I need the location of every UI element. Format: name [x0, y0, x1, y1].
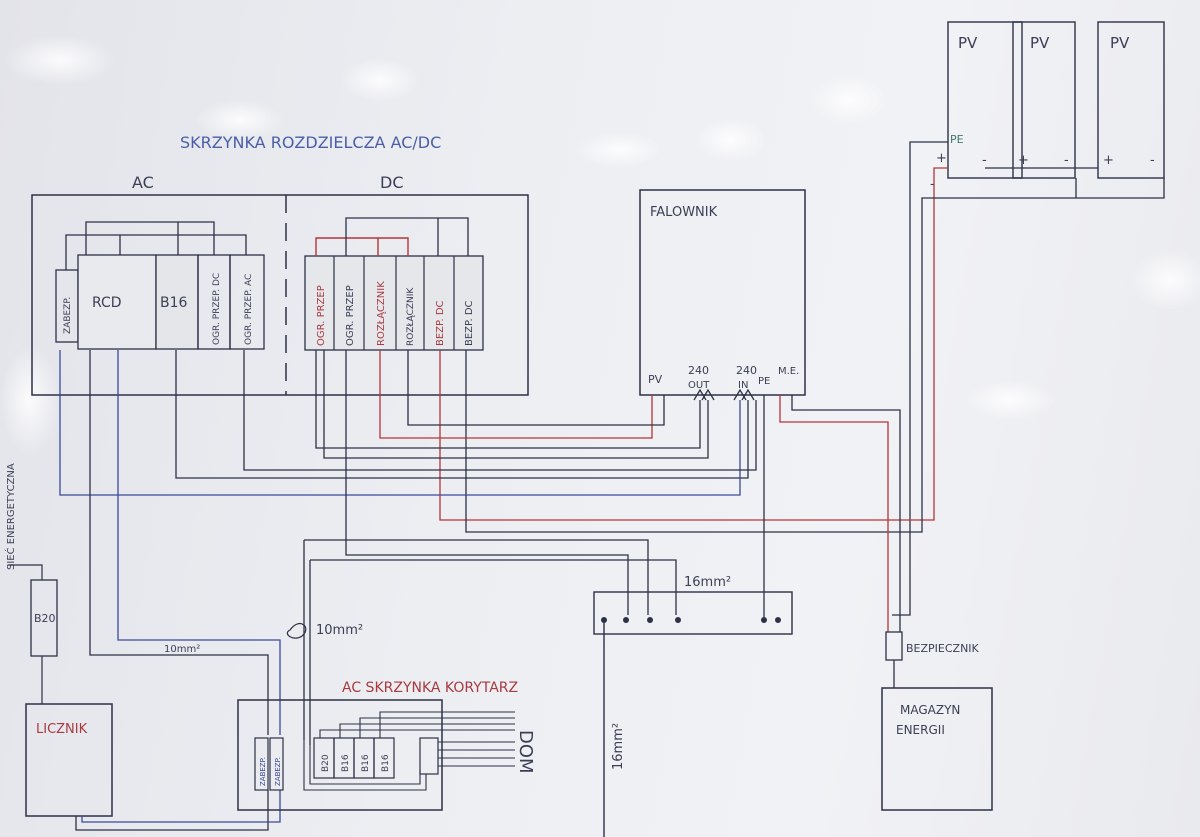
- inverter-port-me: M.E.: [778, 366, 799, 377]
- fuse: [885, 631, 903, 661]
- cable-loop: [286, 623, 307, 639]
- inverter-port-in-num: 240: [736, 364, 757, 377]
- corridor-terminal-block: [419, 737, 439, 775]
- dc-module-bezp-dc-2: BEZP. DC: [464, 300, 475, 346]
- b20-main-breaker: [30, 579, 58, 657]
- pv-minus-2: -: [1064, 153, 1069, 168]
- b20-main-label: B20: [34, 612, 56, 625]
- pv-panel-2-label: PV: [1030, 34, 1050, 52]
- sunlight-spots: [0, 35, 1200, 455]
- corridor-breakers: [313, 737, 395, 779]
- busbar-terminals: [601, 617, 781, 623]
- corridor-breaker-1: B20: [321, 754, 331, 772]
- pv-minus-1: -: [982, 153, 987, 168]
- house-label: DOM: [515, 730, 536, 774]
- inverter-port-out: OUT: [688, 380, 710, 391]
- ac-cable-label-2: 10mm²: [164, 644, 200, 655]
- corridor-zabezp-2-label: ZABEZP.: [274, 757, 282, 786]
- pv-array: [947, 21, 1165, 179]
- dc-module-rozlacznik-2: ROZŁĄCZNIK: [406, 287, 416, 346]
- ac-module-b16: B16: [160, 295, 188, 311]
- pv-minus-main: -: [930, 177, 935, 192]
- corridor-zabezp-1-label: ZABEZP.: [259, 757, 267, 786]
- corridor-breaker-3: B16: [361, 754, 371, 772]
- fuse-label: BEZPIECZNIK: [906, 642, 980, 655]
- dc-module-bezp-dc-1: BEZP. DC: [435, 300, 446, 346]
- pv-pe-label: PE: [950, 133, 964, 146]
- inverter-port-pv: PV: [648, 373, 663, 386]
- ground-cable-label: 16mm²: [611, 723, 626, 770]
- ac-modules: [55, 221, 265, 350]
- busbar-cross-section: 16mm²: [684, 575, 731, 590]
- pv-minus-3: -: [1150, 153, 1155, 168]
- corridor-box: [237, 699, 443, 811]
- inverter-label: FALOWNIK: [650, 205, 718, 220]
- dc-section-label: DC: [380, 173, 404, 192]
- dc-module-rozlacznik-1: ROZŁĄCZNIK: [376, 281, 387, 346]
- box-inverter-wiring: [59, 350, 901, 632]
- earth-busbar: [593, 591, 793, 635]
- ac-cable-label-1: 10mm²: [316, 623, 363, 638]
- ac-drop-wiring: [89, 350, 677, 745]
- ac-module-rcd: RCD: [92, 295, 122, 311]
- corridor-zabezp-1: [254, 737, 269, 791]
- energy-storage-box: [881, 687, 993, 811]
- pv-plus-1: +: [936, 151, 947, 166]
- ac-module-zabezp: ZABEZP.: [63, 297, 73, 334]
- corridor-zabezp-2: [269, 737, 284, 791]
- pv-panel-3-label: PV: [1110, 34, 1130, 52]
- distribution-box: [31, 194, 529, 396]
- storage-label-line2: ENERGII: [896, 723, 945, 737]
- pv-panel-1-label: PV: [958, 34, 978, 52]
- meter-label: LICZNIK: [36, 722, 88, 737]
- ac-module-ogr-przep-ac: OGR. PRZEP. AC: [244, 274, 254, 345]
- pv-plus-2: +: [1018, 153, 1029, 168]
- corridor-breaker-2: B16: [341, 754, 351, 772]
- corridor-wiring: [303, 711, 515, 791]
- corridor-box-title: AC SKRZYNKA KORYTARZ: [342, 680, 518, 696]
- inverter-port-in: IN: [738, 380, 748, 391]
- meter-box: [25, 703, 113, 817]
- inverter-port-pe: PE: [758, 376, 770, 387]
- grid-label: SIEĆ ENERGETYCZNA: [4, 463, 17, 570]
- inverter-box: [639, 189, 806, 396]
- corridor-breaker-4: B16: [381, 754, 391, 772]
- pv-wiring: [439, 141, 1165, 616]
- storage-label-line1: MAGAZYN: [900, 703, 960, 717]
- dc-module-ogr-przep-1: OGR. PRZEP: [316, 285, 327, 346]
- inverter-port-out-num: 240: [688, 364, 709, 377]
- dc-module-ogr-przep-2: OGR. PRZEP: [345, 285, 356, 346]
- pv-plus-3: +: [1103, 153, 1114, 168]
- ac-section-label: AC: [132, 173, 154, 192]
- ac-module-ogr-przep-dc: OGR. PRZEP. DC: [212, 273, 222, 345]
- dc-modules: [304, 217, 484, 351]
- distribution-box-title: SKRZYNKA ROZDZIELCZA AC/DC: [180, 133, 441, 152]
